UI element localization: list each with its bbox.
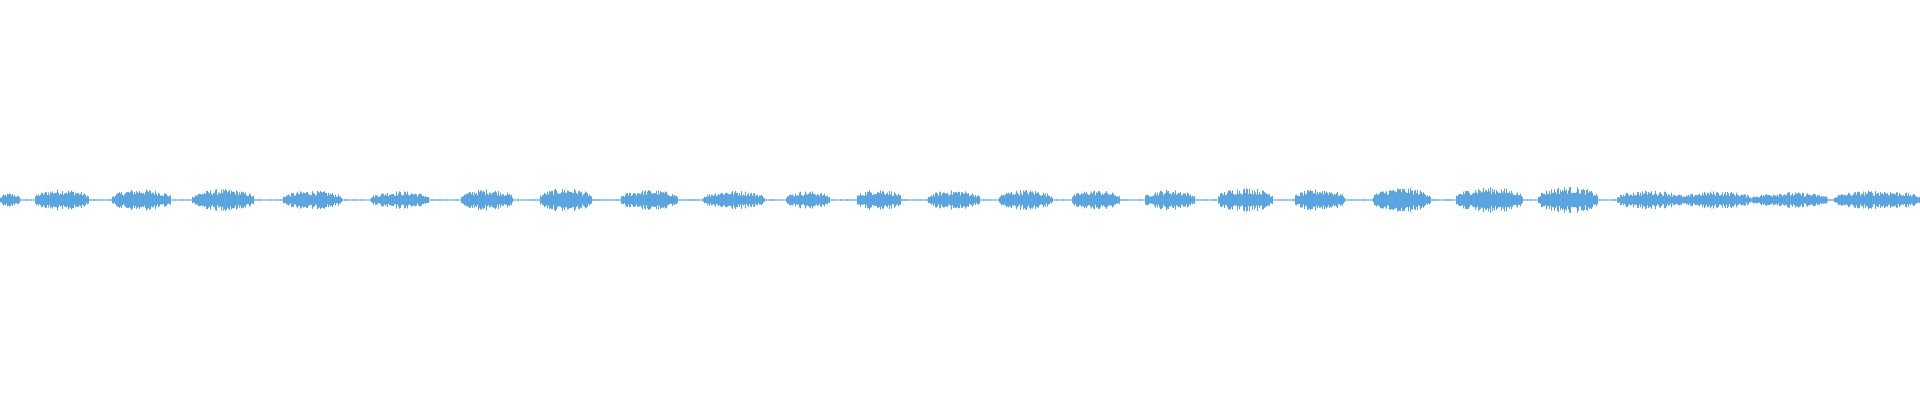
waveform-segment-13 — [927, 190, 979, 210]
waveform-segment-16 — [1144, 190, 1194, 211]
waveform-segment-6 — [371, 191, 429, 209]
waveform-segment-1 — [0, 193, 19, 207]
waveform-segment-20 — [1455, 187, 1522, 213]
waveform-segment-18 — [1294, 189, 1344, 211]
waveform-segment-12 — [856, 189, 900, 211]
waveform-segment-19 — [1373, 188, 1431, 213]
waveform-segment-9 — [620, 190, 678, 211]
waveform-segment-25 — [1834, 190, 1920, 209]
waveform-segment-24 — [1751, 192, 1828, 208]
waveform-segment-17 — [1217, 188, 1273, 213]
waveform-segment-4 — [192, 189, 253, 211]
waveform-segment-10 — [703, 190, 764, 209]
waveform-bars — [0, 186, 1920, 214]
waveform-segment-2 — [35, 189, 89, 211]
waveform-segment-5 — [282, 190, 342, 209]
waveform-segment-23 — [1684, 191, 1751, 209]
waveform-segment-11 — [785, 191, 829, 209]
waveform-segment-22 — [1617, 190, 1684, 209]
waveform-segment-15 — [1071, 190, 1119, 210]
waveform-segment-14 — [998, 190, 1052, 211]
waveform-segment-3 — [111, 189, 170, 211]
waveform-segment-8 — [540, 188, 592, 212]
waveform-segment-21 — [1538, 186, 1598, 213]
waveform-signal — [0, 186, 1920, 214]
waveform-segment-7 — [461, 189, 513, 211]
